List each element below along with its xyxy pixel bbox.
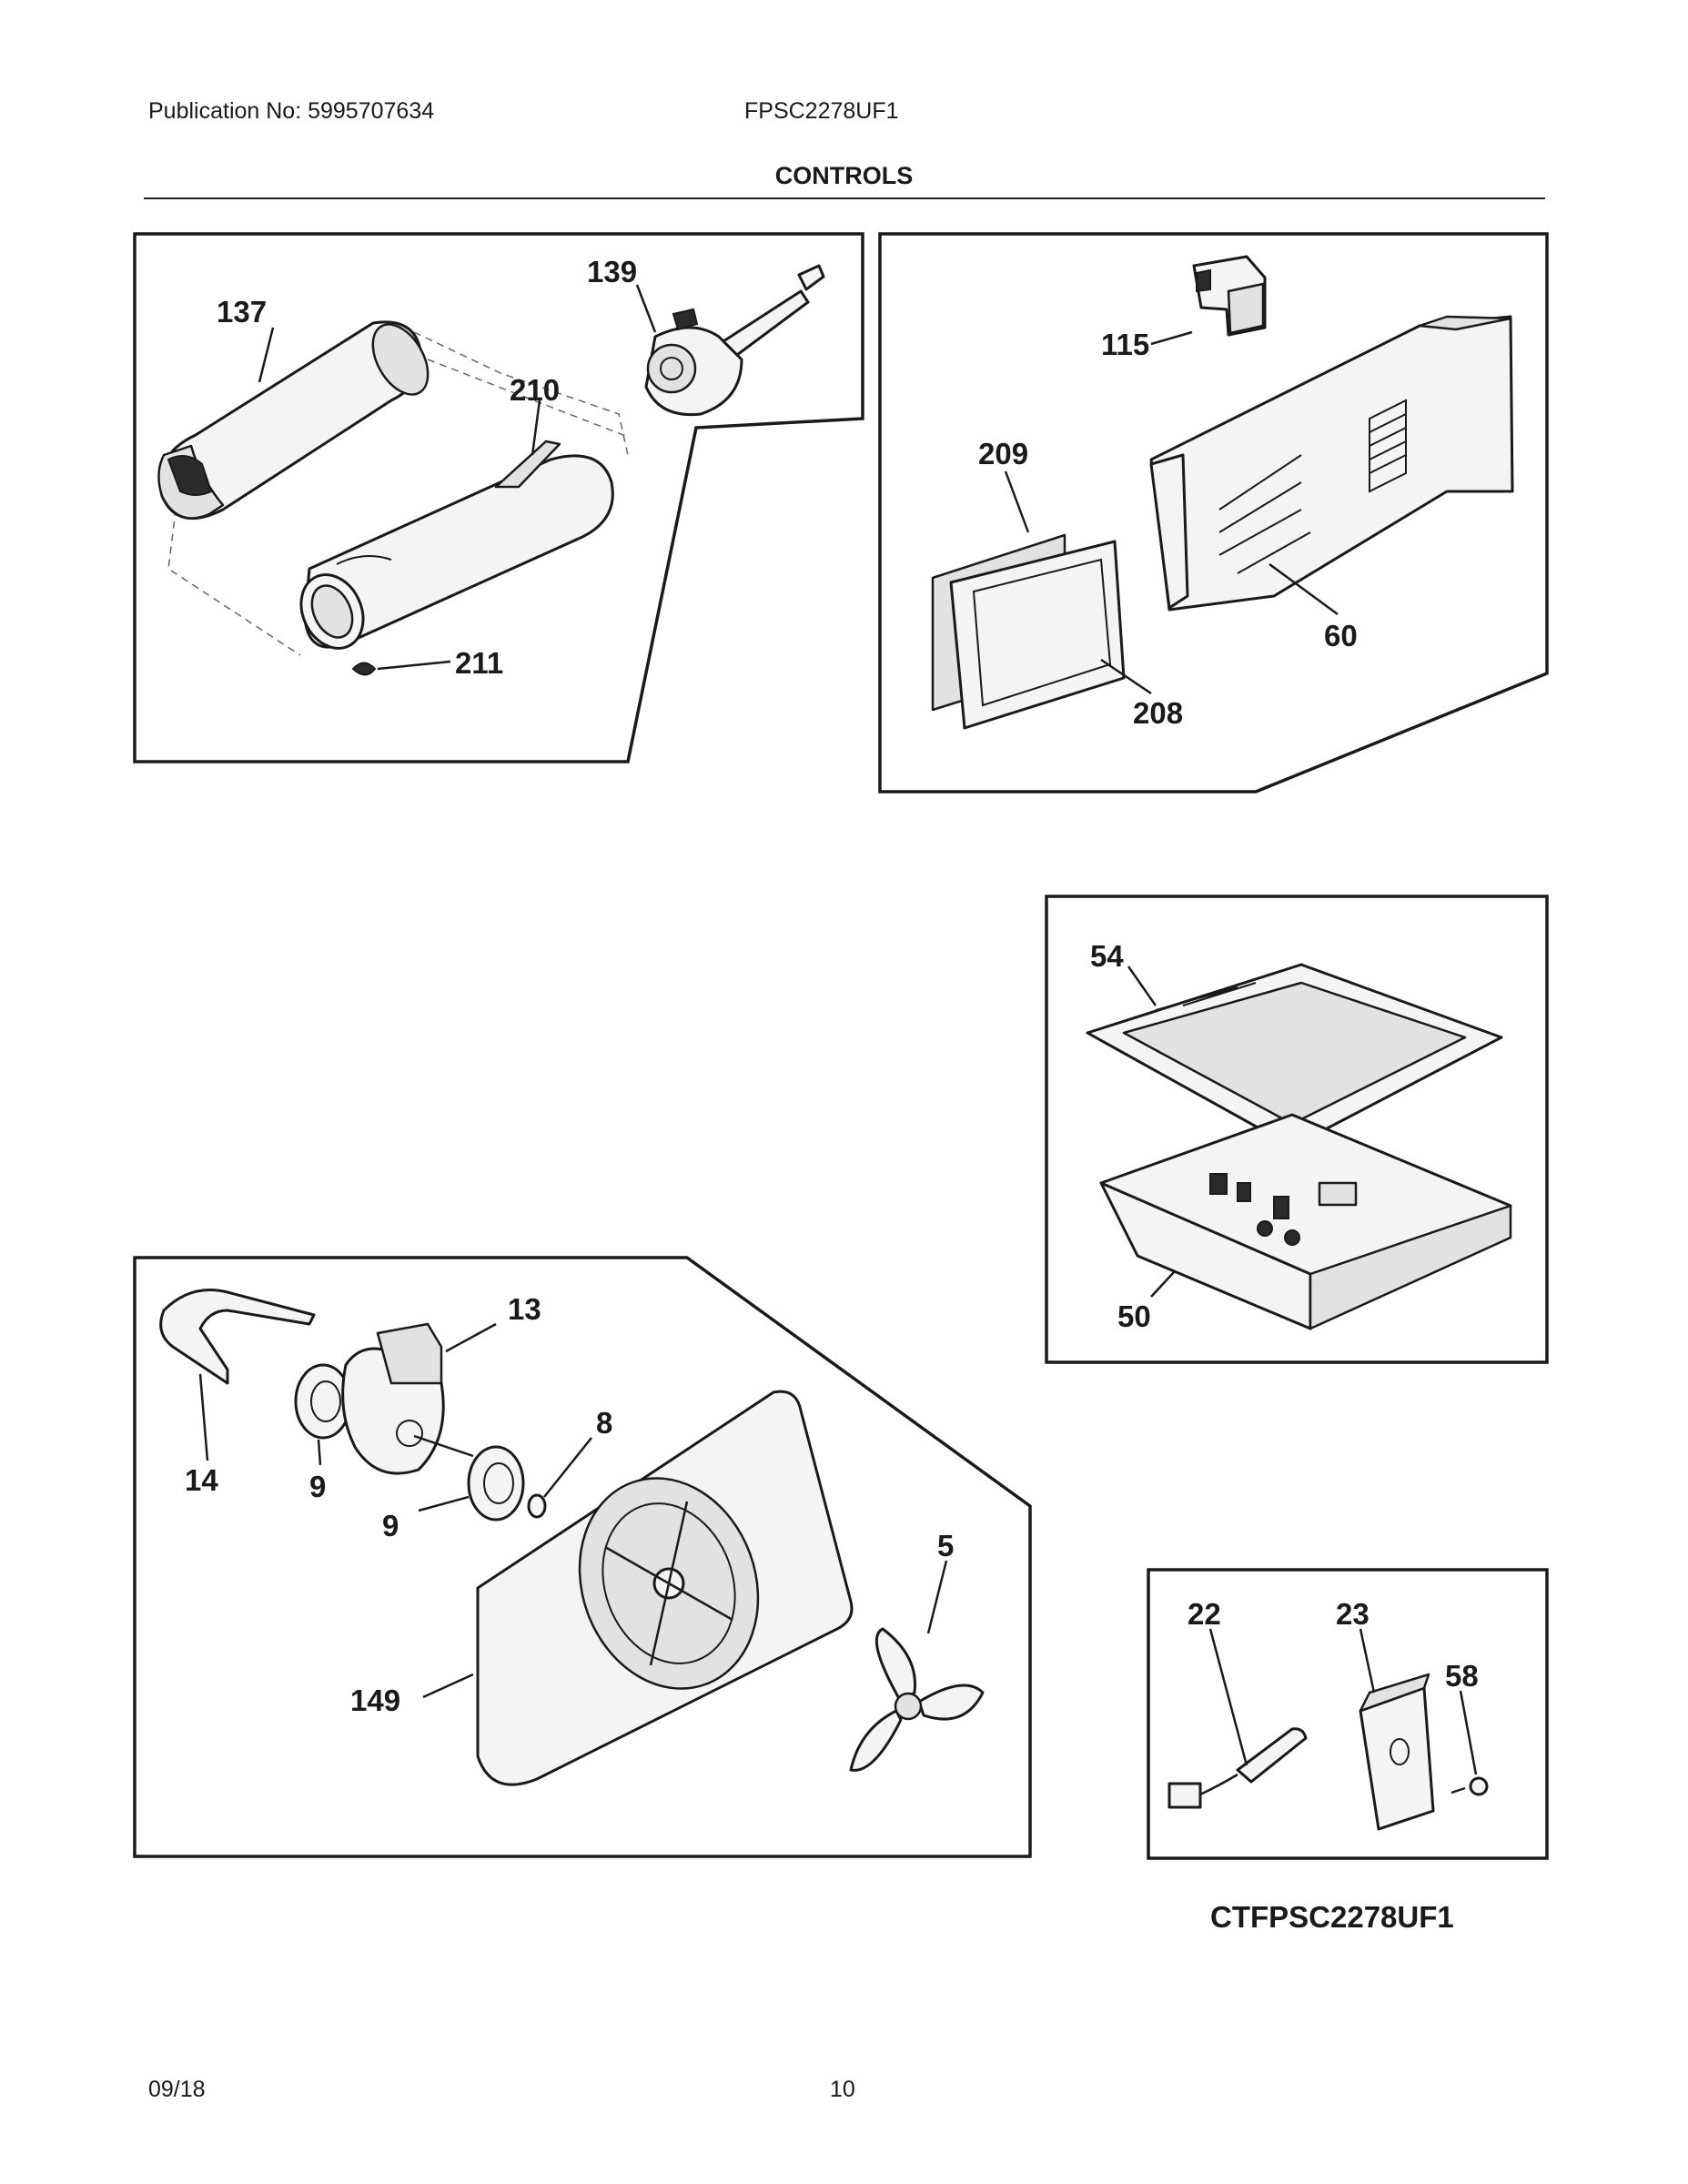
filter-head <box>644 264 825 417</box>
leader-22 <box>1208 1628 1248 1766</box>
filter-alignment-lines <box>167 331 629 656</box>
part-label-22: 22 <box>1188 1597 1221 1631</box>
part-label-54: 54 <box>1090 939 1124 973</box>
leader-9b <box>418 1495 470 1512</box>
board-cover-frame <box>1086 963 1503 1148</box>
leader-9a <box>317 1439 322 1466</box>
leader-23 <box>1359 1628 1376 1694</box>
filter-panel: 137 139 210 211 <box>133 232 864 763</box>
leader-50 <box>1150 1271 1175 1298</box>
fan-shroud <box>476 1390 854 1786</box>
connector-115 <box>1192 255 1267 337</box>
leader-8 <box>543 1437 592 1498</box>
part-label-9a: 9 <box>309 1470 326 1503</box>
leader-209 <box>1004 470 1030 533</box>
fan-motor <box>341 1322 474 1475</box>
part-label-8: 8 <box>596 1406 612 1440</box>
fan-assembly-panel-frame <box>133 1256 1032 1858</box>
model-number: FPSC2278UF1 <box>744 98 899 124</box>
motor-bracket <box>159 1289 316 1385</box>
part-label-139: 139 <box>587 255 637 288</box>
screw <box>1450 1776 1489 1796</box>
filter-cartridge <box>157 320 430 521</box>
control-housing-panel-frame <box>878 232 1549 794</box>
o-ring <box>351 662 377 676</box>
leader-58 <box>1459 1690 1478 1775</box>
leader-14 <box>198 1373 209 1461</box>
grommet-left <box>294 1363 352 1440</box>
control-housing <box>1149 315 1514 612</box>
part-label-209: 209 <box>978 437 1028 470</box>
diagram-code: CTFPSC2278UF1 <box>1210 1900 1454 1934</box>
control-board-panel: 54 50 <box>1045 895 1549 1364</box>
fan-blade <box>849 1627 985 1772</box>
display-cover <box>931 533 1126 730</box>
filter-housing <box>299 440 614 650</box>
leader-115 <box>1150 330 1193 346</box>
sensor-panel-frame <box>1147 1568 1549 1860</box>
control-housing-panel: 115 60 209 208 <box>878 232 1549 794</box>
part-label-5: 5 <box>937 1529 954 1562</box>
page-title: CONTROLS <box>774 162 914 189</box>
page-number: 10 <box>830 2077 855 2102</box>
leader-54 <box>1127 966 1157 1006</box>
part-label-210: 210 <box>510 373 560 407</box>
part-label-23: 23 <box>1336 1597 1370 1631</box>
header-rule <box>144 197 1545 199</box>
sensor-panel: 22 23 58 <box>1147 1568 1549 1860</box>
part-label-211: 211 <box>455 646 503 680</box>
part-label-115: 115 <box>1101 328 1149 361</box>
leader-208 <box>1100 658 1152 695</box>
part-label-60: 60 <box>1324 619 1358 652</box>
leader-210 <box>531 399 541 456</box>
sensor-cover <box>1359 1673 1435 1831</box>
washer <box>527 1493 547 1519</box>
fan-assembly-panel: 14 9 13 9 8 <box>133 1256 1032 1858</box>
leader-60 <box>1269 562 1339 616</box>
leader-5 <box>926 1560 948 1634</box>
thermistor <box>1167 1727 1308 1809</box>
leader-13 <box>445 1322 497 1353</box>
part-label-137: 137 <box>217 295 267 329</box>
part-label-149: 149 <box>350 1684 400 1717</box>
leader-137 <box>258 327 275 383</box>
footer-date: 09/18 <box>148 2077 206 2102</box>
part-label-13: 13 <box>508 1292 541 1326</box>
filter-panel-frame <box>133 232 864 763</box>
leader-139 <box>635 284 657 333</box>
leader-211 <box>377 660 451 671</box>
part-label-14: 14 <box>185 1463 218 1497</box>
part-label-208: 208 <box>1133 696 1183 730</box>
publication-number: Publication No: 5995707634 <box>148 98 435 124</box>
board-box <box>1099 1113 1512 1330</box>
part-label-50: 50 <box>1117 1299 1151 1333</box>
grommet-right <box>467 1445 525 1522</box>
part-label-9b: 9 <box>382 1509 399 1542</box>
leader-149 <box>422 1673 474 1699</box>
part-label-58: 58 <box>1445 1659 1479 1693</box>
control-board-panel-frame <box>1045 895 1549 1364</box>
